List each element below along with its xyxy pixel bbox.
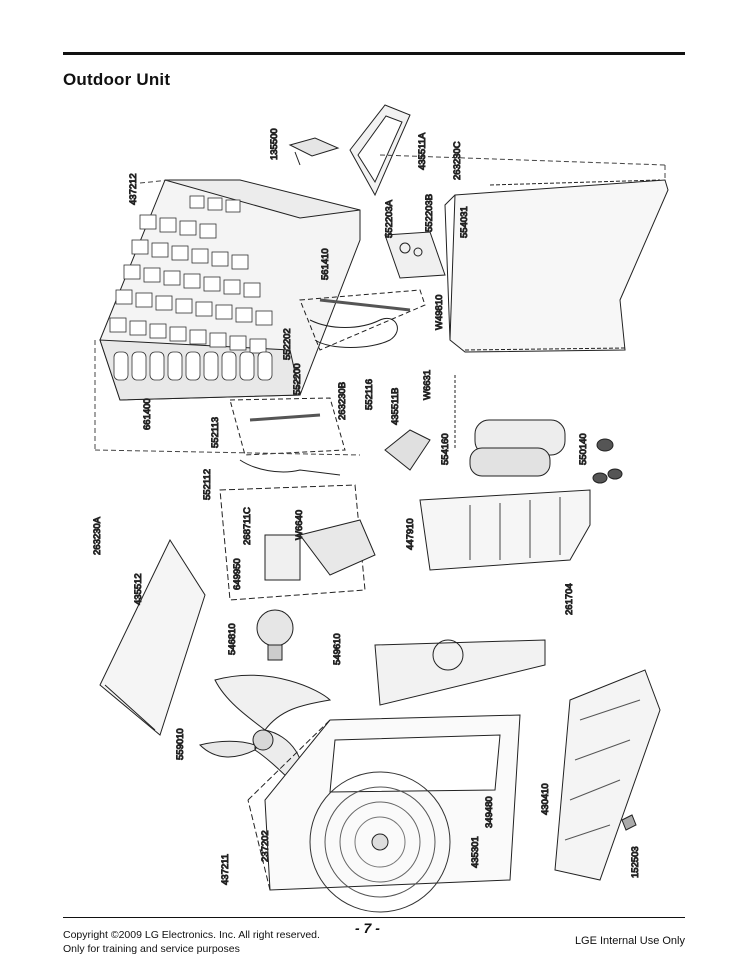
service-valve-illustration [621, 814, 637, 831]
part-label: 661400 [142, 398, 153, 430]
control-pcb-illustration [219, 484, 376, 601]
piping-assembly-illustration [229, 289, 426, 476]
motor-mount-illustration [374, 639, 546, 706]
part-label: 435512 [133, 573, 144, 605]
internal-use-note: LGE Internal Use Only [574, 935, 685, 947]
side-handle-illustration [349, 104, 411, 197]
compressor-illustration [454, 375, 566, 477]
part-label: 552203A [384, 199, 395, 238]
part-label: 349480 [484, 796, 495, 828]
part-label: 437211 [220, 854, 231, 885]
front-panel-illustration [247, 714, 521, 913]
part-label: 261704 [564, 583, 575, 615]
part-label: 135500 [269, 128, 280, 160]
part-label: 552116 [364, 379, 375, 410]
part-label: 430410 [540, 783, 551, 815]
part-label: 435511B [390, 388, 401, 425]
part-label: 447910 [405, 518, 416, 550]
part-label: 561410 [320, 248, 331, 280]
part-label: W49810 [434, 295, 445, 330]
part-label: 437212 [128, 173, 139, 205]
copyright-notice: Copyright ©2009 LG Electronics. Inc. All… [63, 928, 320, 956]
leader-lines [94, 154, 666, 456]
page-title: Outdoor Unit [63, 70, 171, 89]
part-label: 152503 [630, 846, 641, 878]
part-label: 649950 [232, 558, 243, 590]
bracket-illustration [288, 137, 340, 166]
part-label: W6640 [294, 510, 305, 540]
part-label: 435301 [470, 836, 481, 868]
copyright-line: Copyright ©2009 LG Electronics. Inc. All… [63, 929, 320, 941]
control-box-illustration [384, 231, 446, 279]
top-rule [63, 52, 685, 55]
partition-panel-illustration [419, 489, 591, 571]
part-label: 552113 [210, 417, 221, 448]
terminal-cover-illustration [384, 429, 431, 471]
part-label: 559010 [175, 728, 186, 760]
condenser-coil-illustration [444, 179, 669, 353]
cabinet-illustration [99, 179, 361, 401]
part-label: 554160 [440, 433, 451, 465]
part-label: 552200 [292, 363, 303, 395]
part-label: 435511A [417, 132, 428, 170]
part-label: 237202 [260, 830, 271, 862]
part-label: 263230B [337, 382, 348, 420]
part-label: 546810 [227, 623, 238, 655]
part-label: 554031 [459, 206, 470, 238]
part-labels: 437212 135500 435511A 263230C 552203A 55… [92, 128, 642, 886]
part-label: 263230A [92, 516, 103, 555]
bottom-rule [63, 917, 685, 918]
part-label: W6631 [422, 370, 433, 400]
part-label: 552112 [202, 469, 213, 500]
part-label: 263230C [452, 141, 463, 180]
part-label: 552202 [282, 328, 293, 360]
fan-motor-illustration [256, 609, 294, 661]
part-label: 549610 [332, 633, 343, 665]
mounting-grommets-illustration [592, 438, 623, 484]
page-number: - 7 - [355, 920, 380, 936]
usage-line: Only for training and service purposes [63, 943, 240, 955]
top-cover-illustration [99, 538, 206, 736]
part-label: 268711C [242, 507, 253, 545]
base-pan-illustration [554, 669, 661, 881]
part-label: 552203B [424, 194, 435, 232]
part-label: 550140 [578, 433, 589, 465]
